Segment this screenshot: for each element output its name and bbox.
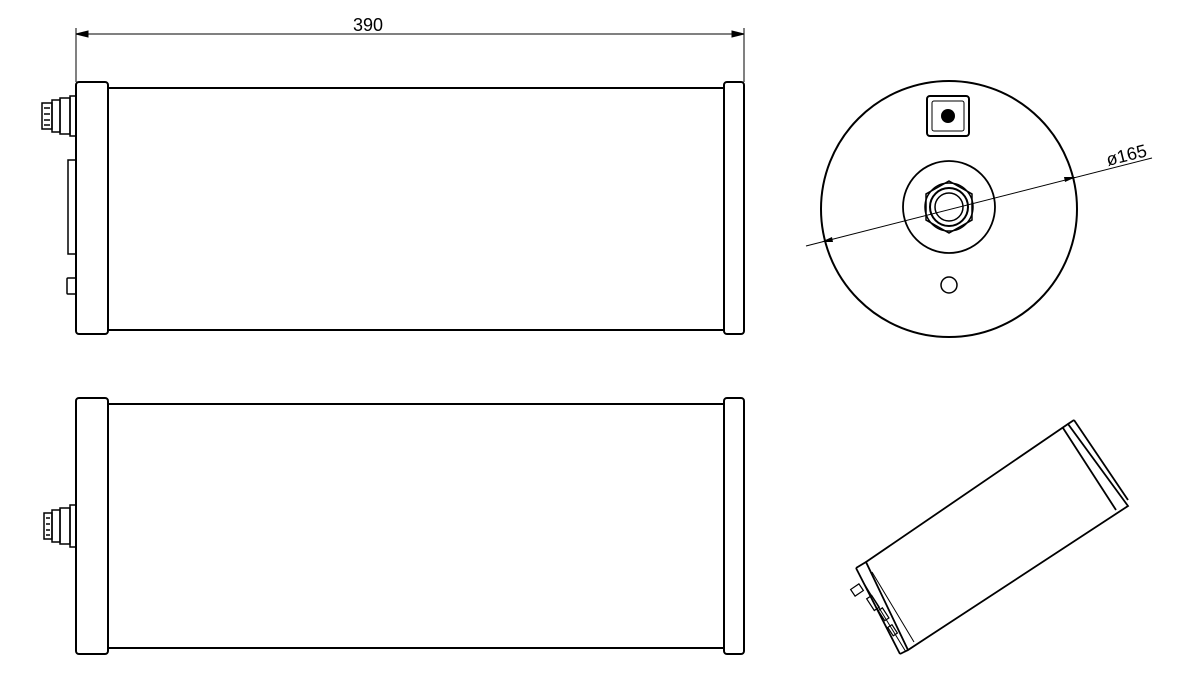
front-view-body <box>107 87 725 331</box>
diameter-line <box>805 157 1153 247</box>
end-view-square-connector <box>926 95 970 137</box>
isometric-body <box>864 422 1130 652</box>
front-view-left-cap <box>75 81 109 335</box>
length-label: 390 <box>353 15 383 35</box>
side-view-left-cap <box>75 397 109 655</box>
end-view-hex-nut <box>925 180 973 234</box>
front-view <box>41 81 745 335</box>
front-view-connector <box>41 95 77 137</box>
isometric-view <box>849 419 1130 655</box>
end-view-boss-circle <box>902 160 996 254</box>
side-view-right-cap <box>723 397 745 655</box>
front-view-side-panel <box>67 159 77 255</box>
end-view <box>805 80 1153 338</box>
front-view-small-stub <box>66 277 77 295</box>
side-view-connector <box>43 504 77 548</box>
end-view-small-hole <box>940 276 958 294</box>
end-view-outer-circle <box>820 80 1078 338</box>
length-dimension <box>75 28 745 82</box>
diameter-label: ø165 <box>1104 141 1149 170</box>
front-view-right-cap <box>723 81 745 335</box>
side-view <box>43 397 745 655</box>
side-view-body <box>107 403 725 649</box>
